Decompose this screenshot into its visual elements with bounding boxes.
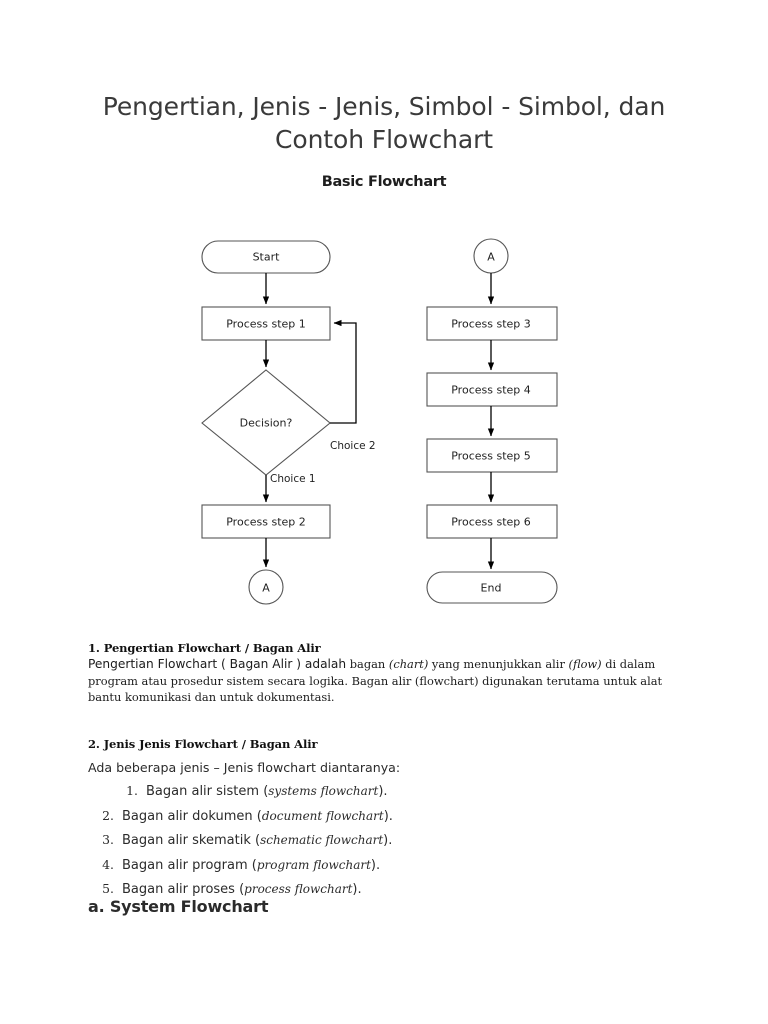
section-2-heading: 2. Jenis Jenis Flowchart / Bagan Alir [88, 737, 318, 751]
list-item-tail: ). [352, 882, 362, 897]
section-1-paragraph-b: yang menunjukkan alir [428, 657, 569, 671]
section-3-heading: a. System Flowchart [88, 897, 269, 916]
edge-decision-loop-to-process1 [330, 319, 357, 424]
list-item-tail: ). [383, 808, 393, 824]
node-connector-in-shape [473, 238, 509, 274]
section-2-lead: Ada beberapa jenis – Jenis flowchart dia… [88, 760, 401, 775]
list-item-text: Bagan alir proses ( [122, 882, 245, 897]
node-process5-label: Process step 5 [451, 449, 531, 462]
list-item-text: Bagan alir dokumen ( [122, 808, 262, 824]
node-decision-label: Decision? [239, 416, 293, 430]
node-process6-shape [426, 504, 558, 539]
list-item: 1. Bagan alir sistem (systems flowchart). [88, 779, 648, 804]
node-process1-label: Process step 1 [226, 317, 306, 330]
list-item-text: Bagan alir sistem ( [146, 784, 269, 799]
list-item: 3. Bagan alir skematik (schematic flowcha… [88, 828, 648, 853]
node-connector-out-label: A [262, 581, 270, 595]
edge-label-choice-2: Choice 2 [330, 440, 376, 452]
list-item: 4. Bagan alir program (program flowchart)… [88, 853, 648, 878]
node-process6-label: Process step 6 [451, 515, 531, 528]
node-process1-shape [201, 306, 331, 341]
node-process3-shape [426, 306, 558, 341]
list-item: 5. Bagan alir proses (process flowchart). [88, 877, 648, 902]
section-1-paragraph-c: di dalam program atau prosedur sistem se… [88, 657, 663, 705]
list-item-number: 4. [102, 856, 114, 872]
node-end-shape [426, 571, 558, 604]
list-item-number: 5. [102, 881, 114, 896]
edge-label-choice-1: Choice 1 [270, 473, 316, 485]
node-process4-shape [426, 372, 558, 407]
list-item-text: Bagan alir program ( [122, 857, 257, 873]
section-1-heading: 1. Pengertian Flowchart / Bagan Alir [88, 641, 321, 655]
section-1-paragraph: Pengertian Flowchart ( Bagan Alir ) adal… [88, 656, 668, 706]
node-process2-label: Process step 2 [226, 515, 306, 528]
node-start-shape [201, 240, 331, 274]
flowchart-types-list: 1. Bagan alir sistem (systems flowchart).… [88, 779, 648, 902]
node-decision-shape [201, 369, 331, 476]
node-start-label: Start [252, 250, 280, 264]
flowchart-title: Basic Flowchart [321, 174, 447, 190]
section-1-term-flow: (flow) [568, 657, 602, 671]
list-item-tail: ). [370, 857, 381, 873]
list-item-english-term: document flowchart [261, 808, 384, 823]
list-item-english-term: process flowchart [244, 882, 353, 896]
list-item-number: 3. [102, 832, 114, 847]
list-item-text: Bagan alir skematik ( [122, 833, 261, 848]
section-1-term-chart: (chart) [388, 657, 429, 671]
node-connector-in-label: A [487, 250, 495, 264]
list-item-number: 2. [102, 807, 114, 823]
node-connector-out-shape [248, 569, 284, 605]
node-process4-label: Process step 4 [451, 383, 531, 396]
list-item-tail: ). [378, 784, 388, 799]
list-item-number: 1. [126, 783, 138, 798]
node-process5-shape [426, 438, 558, 473]
section-1-paragraph-sans: Pengertian Flowchart ( Bagan Alir ) adal… [88, 657, 347, 671]
page-title: Pengertian, Jenis - Jenis, Simbol - Simb… [102, 92, 666, 154]
list-item-english-term: schematic flowchart [260, 833, 384, 847]
list-item: 2. Bagan alir dokumen (document flowchart… [88, 804, 648, 829]
list-item-english-term: systems flowchart [268, 784, 379, 798]
list-item-english-term: program flowchart [256, 857, 371, 872]
list-item-tail: ). [383, 833, 393, 848]
node-process2-shape [201, 504, 331, 539]
section-1-paragraph-a: bagan [346, 657, 389, 671]
node-end-label: End [480, 581, 502, 595]
node-process3-label: Process step 3 [451, 317, 531, 330]
